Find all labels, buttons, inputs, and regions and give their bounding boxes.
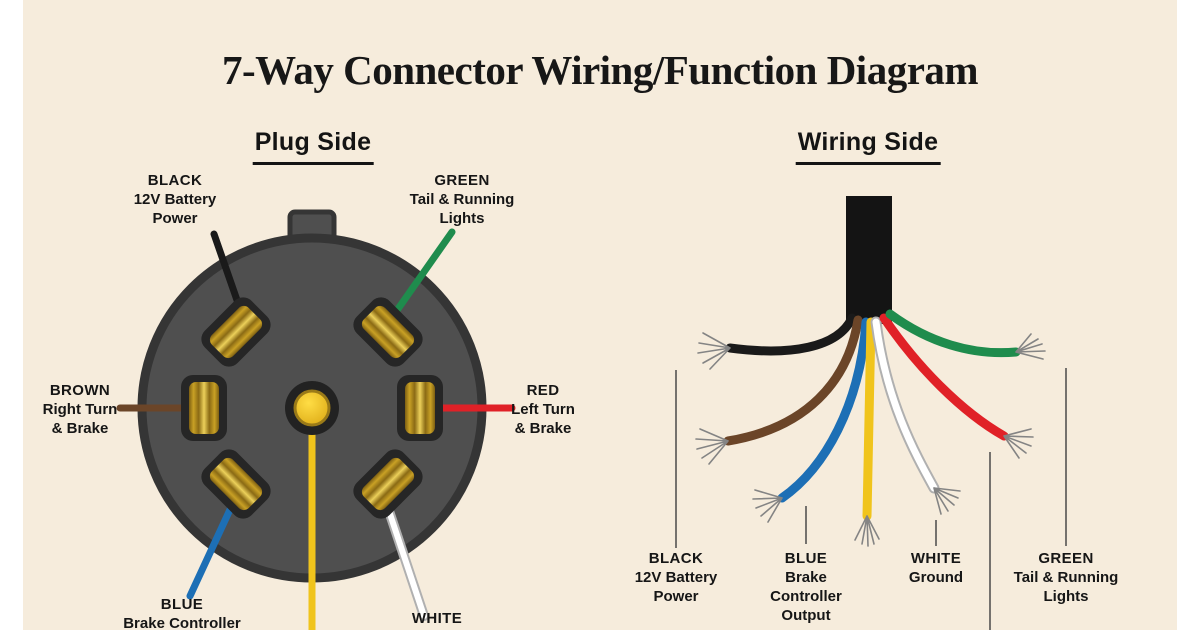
red-wire-strands xyxy=(1003,428,1034,459)
plug-label-brown-name: BROWN xyxy=(49,382,111,399)
pin-brown-right-turn xyxy=(181,375,227,441)
wiring-label-blue: BLUE Brake Controller Output xyxy=(741,550,871,625)
plug-label-red-name: RED xyxy=(526,382,560,399)
plug-side-heading: Plug Side xyxy=(252,128,374,165)
wiring-label-black: BLACK 12V Battery Power xyxy=(611,550,741,607)
plug-label-white-name: WHITE xyxy=(411,610,463,627)
wiring-label-white: WHITE Ground xyxy=(871,550,1001,588)
wiring-label-black-desc: 12V Battery Power xyxy=(634,569,718,605)
plug-label-white: WHITE xyxy=(377,610,497,629)
brown-wire-strands xyxy=(695,428,729,465)
plug-label-brown-desc: Right Turn & Brake xyxy=(42,401,118,437)
plug-label-green-desc: Tail & Running Lights xyxy=(409,191,515,227)
yellow-wire xyxy=(862,317,876,521)
wiring-label-green-name: GREEN xyxy=(1038,550,1094,567)
right-margin-bar xyxy=(1177,0,1200,630)
wiring-label-green-desc: Tail & Running Lights xyxy=(1013,569,1119,605)
brown-wire xyxy=(723,315,863,446)
pin-red-left-turn xyxy=(397,375,443,441)
black-wire xyxy=(725,313,857,356)
white-wire-strands xyxy=(933,487,961,515)
green-wire-strands xyxy=(1015,333,1046,360)
cable-jacket xyxy=(846,196,892,324)
red-wire xyxy=(879,313,1009,441)
wiring-label-blue-name: BLUE xyxy=(784,550,828,567)
pin-black-12v-power xyxy=(201,297,271,367)
plug-label-blue-desc: Brake Controller xyxy=(123,615,241,630)
pin-blue-brake-controller xyxy=(201,449,271,519)
plug-label-black-name: BLACK xyxy=(147,172,203,189)
wire-strands xyxy=(695,332,1046,547)
green-wire xyxy=(885,309,1021,358)
wiring-side-heading: Wiring Side xyxy=(795,128,941,165)
plug-label-red-desc: Left Turn & Brake xyxy=(511,401,575,437)
plug-label-brown: BROWN Right Turn & Brake xyxy=(15,382,145,439)
wiring-label-blue-desc: Brake Controller Output xyxy=(770,569,842,624)
plug-label-black: BLACK 12V Battery Power xyxy=(110,172,240,229)
wiring-label-white-name: WHITE xyxy=(910,550,962,567)
blue-wire-strands xyxy=(752,489,783,523)
black-wire-strands xyxy=(697,332,731,370)
yellow-wire-strands xyxy=(854,515,880,547)
left-margin-bar xyxy=(0,0,23,630)
blue-wire xyxy=(777,317,871,503)
plug-label-blue: BLUE Brake Controller xyxy=(97,596,267,630)
plug-connector-diagram xyxy=(116,209,516,630)
pin-green-tail-lights xyxy=(353,297,423,367)
pin-white-ground xyxy=(353,449,423,519)
plug-label-black-desc: 12V Battery Power xyxy=(133,191,217,227)
wiring-label-green: GREEN Tail & Running Lights xyxy=(1001,550,1131,607)
white-wire xyxy=(872,318,938,492)
plug-label-green-name: GREEN xyxy=(434,172,490,189)
plug-label-blue-name: BLUE xyxy=(160,596,204,613)
page-title: 7-Way Connector Wiring/Function Diagram xyxy=(221,47,979,93)
pin-yellow-center xyxy=(285,381,339,435)
wiring-side-diagram xyxy=(675,196,1067,630)
plug-label-red: RED Left Turn & Brake xyxy=(483,382,603,439)
label-leader-lines xyxy=(675,368,1067,630)
wiring-label-white-desc: Ground xyxy=(908,569,964,586)
plug-label-green: GREEN Tail & Running Lights xyxy=(387,172,537,229)
wiring-label-black-name: BLACK xyxy=(648,550,704,567)
